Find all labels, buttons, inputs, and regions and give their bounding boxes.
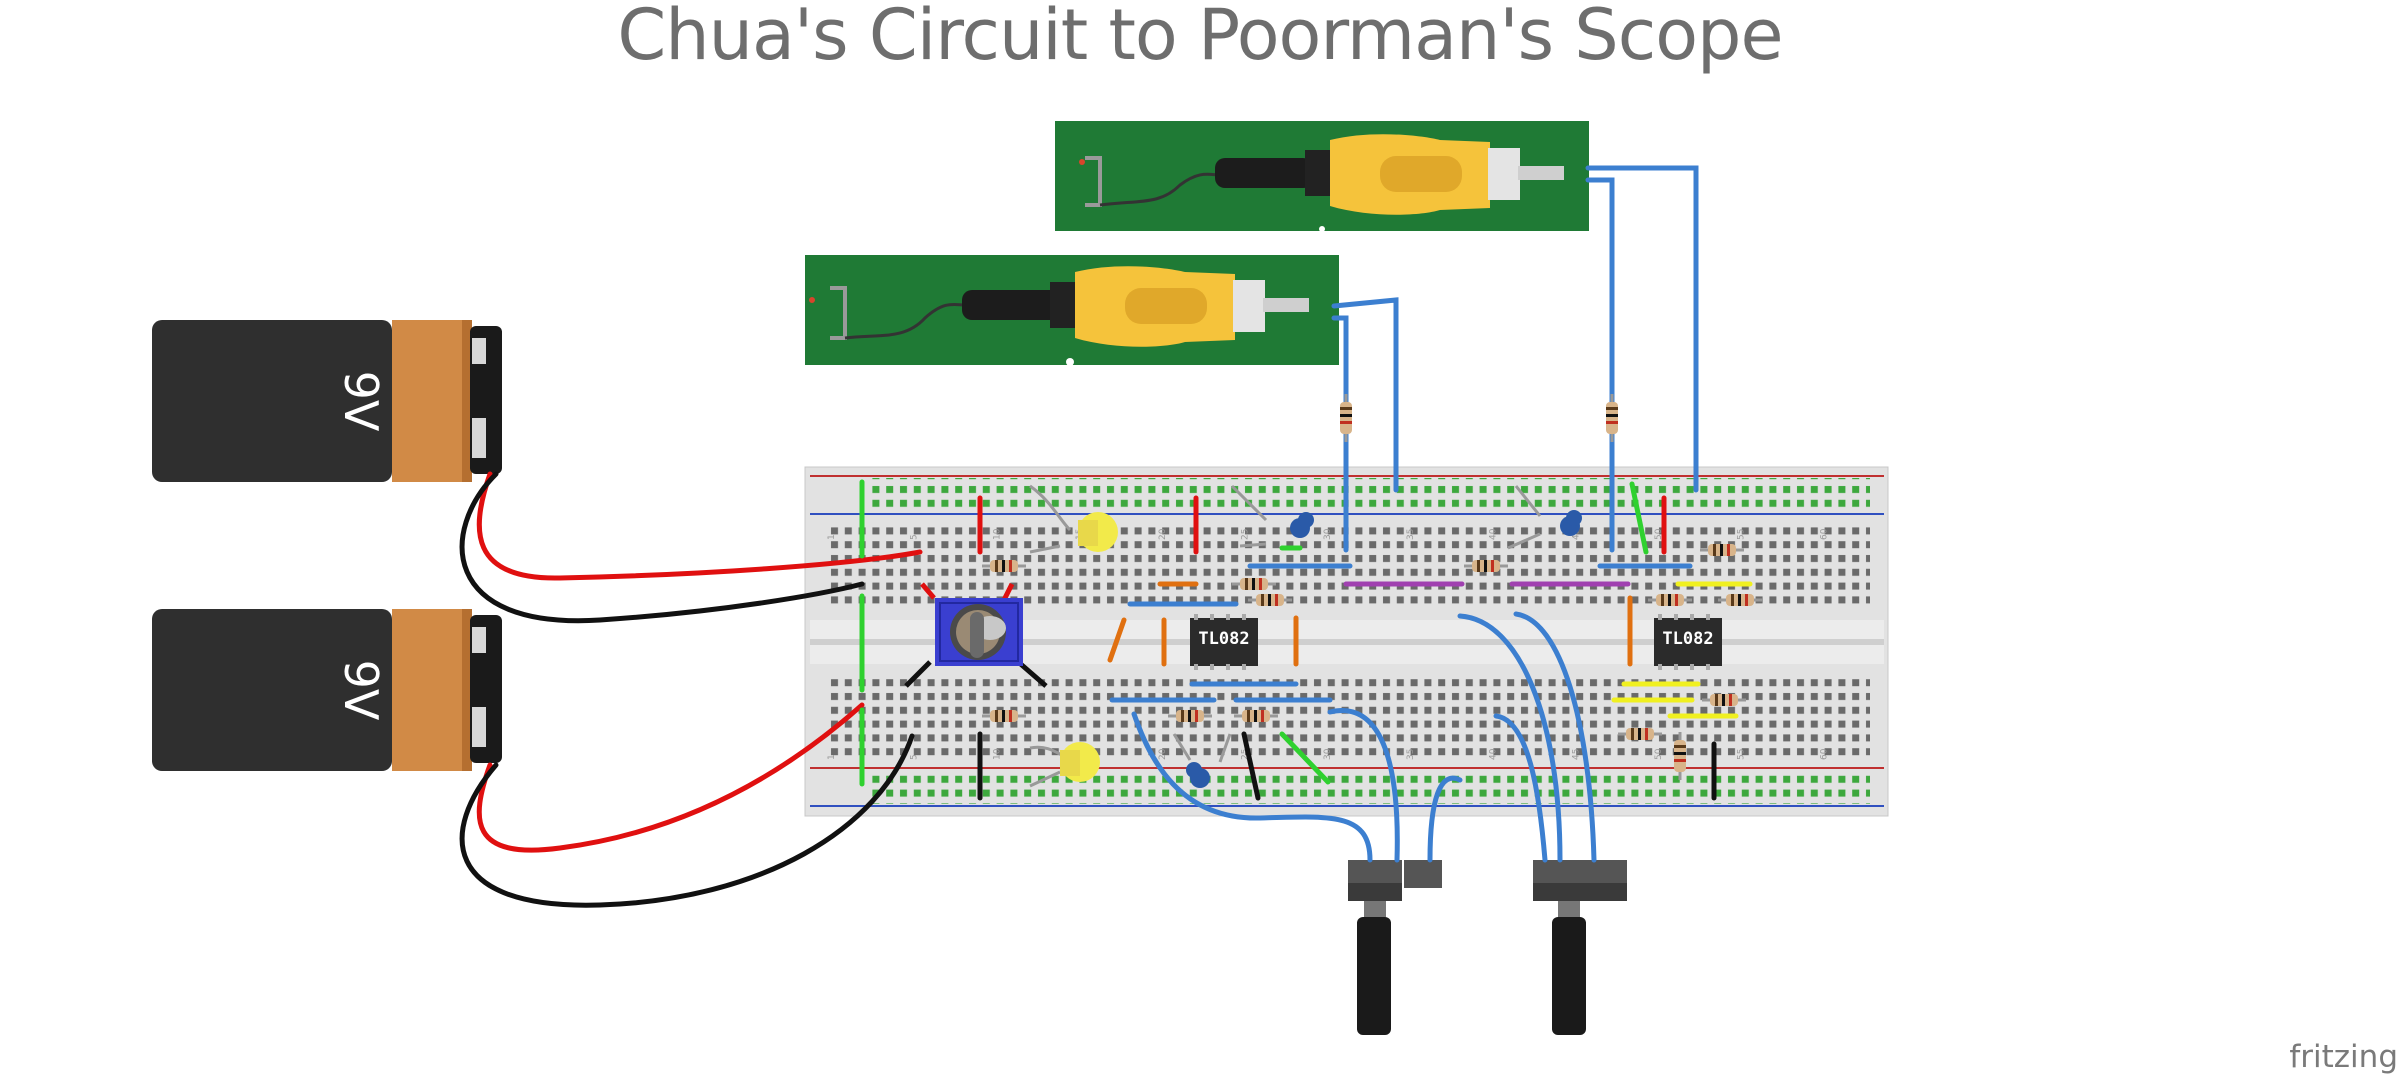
column-number: 30 — [1323, 528, 1333, 540]
column-number: 50 — [1654, 528, 1664, 540]
led-top — [1029, 484, 1118, 554]
column-number: 60 — [1819, 748, 1829, 760]
column-number: 45 — [1571, 749, 1581, 760]
column-number: 55 — [1737, 749, 1747, 760]
battery-label-bottom: 9V — [334, 660, 388, 721]
resistor — [982, 710, 1026, 722]
column-number: 40 — [1489, 748, 1499, 760]
resistor — [1168, 710, 1212, 722]
column-number: 5 — [910, 534, 920, 540]
column-number: 25 — [1241, 749, 1251, 760]
chip-label-right: TL082 — [1662, 629, 1713, 649]
column-number: 10 — [992, 528, 1002, 540]
column-number: 55 — [1737, 529, 1747, 540]
resistor — [1674, 732, 1686, 780]
chip-tl082-left — [1190, 614, 1258, 670]
resistor — [1618, 728, 1662, 740]
column-number: 25 — [1241, 529, 1251, 540]
rca-jack-board-top — [1055, 121, 1589, 232]
blue-wires — [1109, 165, 1699, 863]
battery-bottom — [152, 609, 502, 771]
resistors — [982, 394, 1762, 780]
column-number: 20 — [1158, 748, 1168, 760]
rca-jack-board-bottom — [805, 255, 1339, 366]
battery-label-top: 9V — [334, 371, 388, 432]
column-number: 20 — [1158, 528, 1168, 540]
resistor — [1232, 578, 1276, 590]
column-number: 1 — [827, 534, 837, 540]
chip-tl082-right — [1654, 614, 1722, 670]
resistor — [1648, 594, 1692, 606]
battery-leads — [459, 471, 923, 908]
page-title: Chua's Circuit to Poorman's Scope — [617, 0, 1783, 76]
column-number: 40 — [1489, 528, 1499, 540]
resistor — [1700, 544, 1744, 556]
resistor — [982, 560, 1026, 572]
toggle-switch — [904, 582, 1048, 688]
column-number: 1 — [827, 754, 837, 760]
resistor — [1718, 594, 1762, 606]
capacitors — [1172, 484, 1582, 788]
column-number: 45 — [1571, 529, 1581, 540]
battery-top — [152, 320, 502, 482]
column-number: 60 — [1819, 528, 1829, 540]
potentiometer-right — [1533, 860, 1627, 1035]
column-number: 50 — [1654, 748, 1664, 760]
chip-label-left: TL082 — [1198, 629, 1249, 649]
fritzing-watermark: fritzing — [2289, 1039, 2398, 1075]
resistor — [1464, 560, 1508, 572]
jumper-wires — [859, 479, 1753, 801]
column-number: 30 — [1323, 748, 1333, 760]
resistor — [1248, 594, 1292, 606]
column-number: 10 — [992, 748, 1002, 760]
column-number: 5 — [910, 754, 920, 760]
column-number: 35 — [1406, 749, 1416, 760]
potentiometer-left — [1348, 860, 1442, 1035]
resistor — [1340, 394, 1352, 442]
resistor — [1606, 394, 1618, 442]
resistor — [1234, 710, 1278, 722]
resistor — [1702, 694, 1746, 706]
led-bottom — [1029, 742, 1100, 788]
column-number: 35 — [1406, 529, 1416, 540]
